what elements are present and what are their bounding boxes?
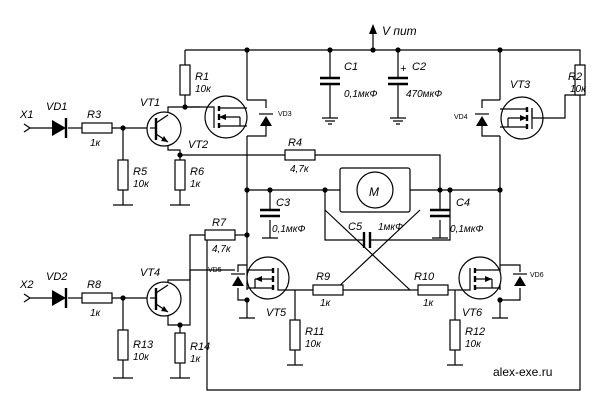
r6-value: 1к [190,179,202,190]
watermark: alex-exe.ru [493,365,552,379]
r12-ref: R12 [465,326,485,338]
capacitor-plates [260,76,450,248]
c1-value: 0,1мкФ [344,89,377,100]
mosfet-vt5 [246,256,290,300]
r3-value: 1к [90,138,102,149]
c1-ref: C1 [344,61,358,73]
r3-ref: R3 [87,109,102,121]
diode-vd4 [475,113,489,126]
r7-body [204,229,236,241]
c2-plus: + [400,63,407,75]
motor: M [339,167,411,213]
c1-plates [320,76,340,86]
c3-plates [260,208,280,218]
r11-value: 10к [305,339,322,350]
mosfet-vt3 [500,96,545,140]
supply-terminal: V пит [369,24,417,38]
mosfet-vt6 [458,256,502,300]
diode-vd5 [231,273,245,286]
r9-ref: R9 [316,271,330,283]
r7-value: 4,7к [212,244,232,255]
vt4-label: VT4 [140,267,160,279]
r10-ref: R10 [414,271,435,283]
r14-ref: R14 [190,341,210,353]
r5-body [117,159,129,191]
mosfet-vt2 [204,95,248,139]
vt2-label: VT2 [188,139,208,151]
r11-ref: R11 [305,326,324,338]
vt6-label: VT6 [462,307,483,319]
r6-ref: R6 [190,166,205,178]
r12-value: 10к [465,339,482,350]
r4-value: 4,7к [290,164,310,175]
c5-plates [362,232,372,248]
r2-ref: R2 [568,71,582,83]
vd1-label: VD1 [46,101,67,113]
r13-body [117,329,129,361]
r4-body [284,149,316,161]
r1-ref: R1 [195,71,209,83]
c3-ref: C3 [276,197,291,209]
r9-body [312,284,344,296]
vt5-label: VT5 [266,307,287,319]
r7-ref: R7 [212,217,227,229]
r8-value: 1к [90,308,102,319]
c5-ref: C5 [348,221,363,233]
supply-label: V пит [382,24,417,38]
r5-value: 10к [133,179,150,190]
r11-body [289,319,301,351]
diode-vd6 [513,273,527,286]
motor-label: M [369,185,379,199]
r1-value: 10к [195,84,212,95]
vd5-label: VD5 [208,267,222,274]
r6-body [174,159,186,191]
vd3-label: VD3 [278,111,292,118]
transistor-vt1 [146,111,182,147]
c2-ref: C2 [412,61,426,73]
vt3-label: VT3 [510,79,531,91]
r5-ref: R5 [133,166,148,178]
c4-plates [430,208,450,218]
r13-ref: R13 [133,339,154,351]
r14-body [174,332,186,364]
c2-value: 470мкФ [406,89,442,100]
r13-value: 10к [133,352,150,363]
r9-value: 1к [320,298,332,309]
c3-value: 0,1мкФ [272,224,305,235]
r10-body [417,284,449,296]
r4-ref: R4 [288,137,302,149]
c4-ref: C4 [456,197,470,209]
x2-label: X2 [19,279,33,291]
r2-body [574,64,586,96]
vd2-label: VD2 [46,271,67,283]
vt1-label: VT1 [140,97,160,109]
c5-value: 1мкФ [378,222,403,233]
r3-body [81,122,113,134]
junctions [120,47,503,328]
input-diode-vd1 [23,118,68,138]
vd4-label: VD4 [454,114,468,121]
r14-value: 1к [190,354,202,365]
input-diode-vd2 [23,288,68,308]
r2-value: 10к [570,84,587,95]
diode-vd3 [259,113,273,126]
r1-body [179,64,191,96]
r8-body [81,292,113,304]
c4-value: 0,1мкФ [450,224,483,235]
r8-ref: R8 [87,279,102,291]
resistor-bodies [81,64,586,364]
r10-value: 1к [423,298,435,309]
component-labels: X1 VD1 X2 VD2 R3 1к R8 1к R1 10к R2 10к … [19,61,587,365]
x1-label: X1 [19,109,33,121]
r12-body [449,319,461,351]
vd6-label: VD6 [530,272,544,279]
transistor-vt4 [146,281,182,317]
